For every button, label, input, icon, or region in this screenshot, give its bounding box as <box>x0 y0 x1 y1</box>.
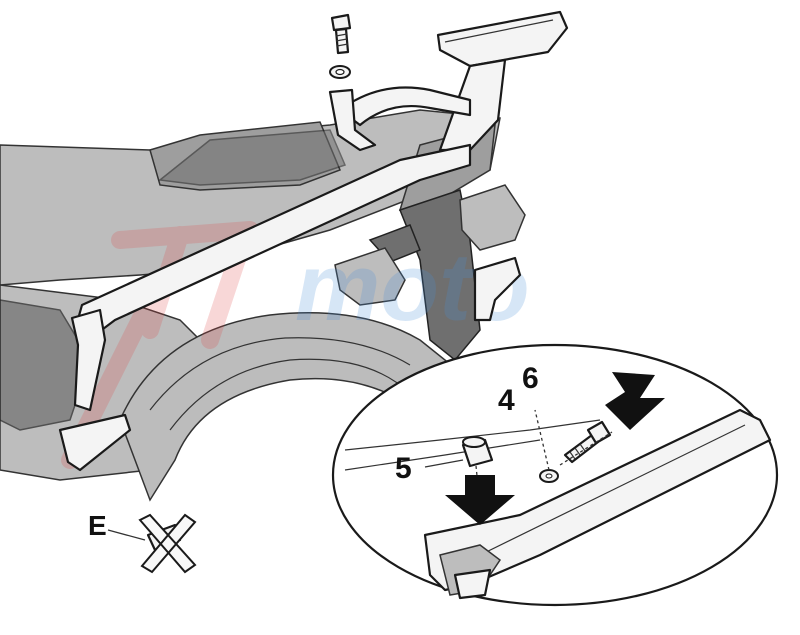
turn-signal-right <box>334 224 421 306</box>
cross-icon <box>138 513 197 574</box>
luggage-rack <box>58 10 569 472</box>
label-part-5: 5 <box>395 452 412 485</box>
leader-line-e <box>107 529 146 541</box>
top-washer <box>329 65 351 79</box>
arrow-down-icon <box>445 475 515 525</box>
assembly-line <box>559 431 613 466</box>
turn-signal-left <box>459 184 526 251</box>
label-e: E <box>88 510 107 541</box>
top-bolt <box>330 13 352 55</box>
fender-bracket <box>473 256 522 322</box>
leader-line-5 <box>424 459 464 468</box>
washer-part-4 <box>539 469 559 483</box>
arrow-diagonal-icon <box>605 372 665 430</box>
assembly-line <box>534 409 550 471</box>
bolt-part-6 <box>563 420 612 464</box>
item-e-removed: E <box>88 510 197 574</box>
label-part-6: 6 <box>522 362 539 395</box>
detail-callout <box>331 343 779 607</box>
spacer-part-5 <box>461 436 494 468</box>
label-part-4: 4 <box>498 384 515 417</box>
